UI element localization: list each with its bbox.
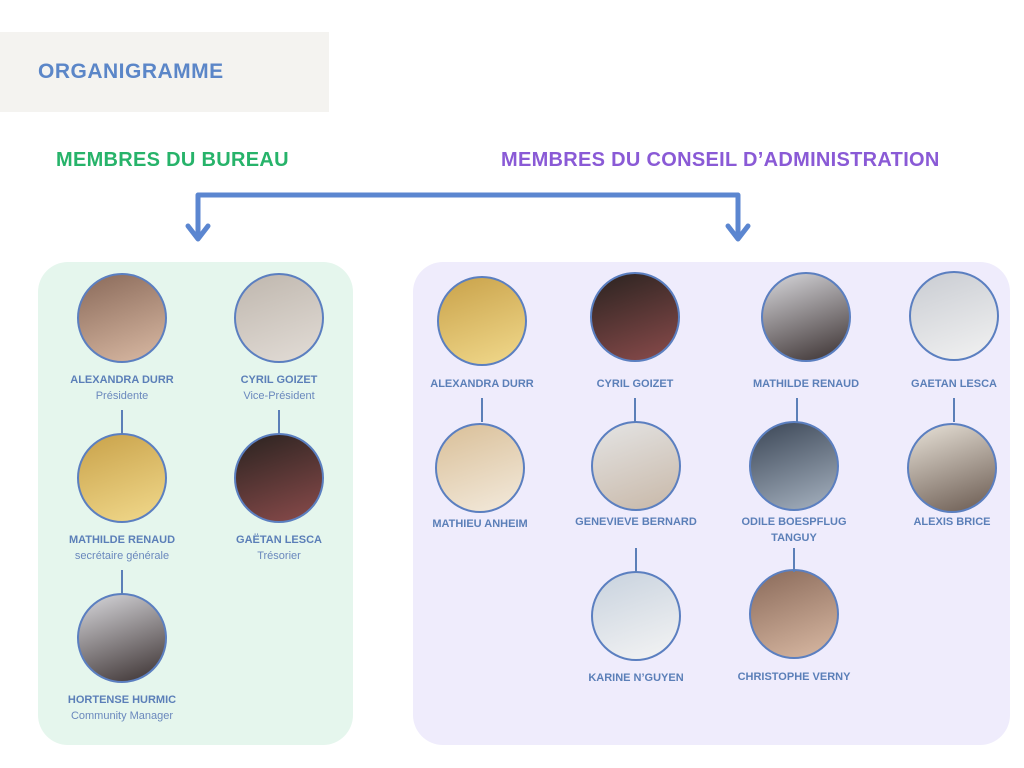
member-photo: [77, 433, 167, 523]
member-name: CYRIL GOIZET: [596, 378, 674, 390]
connector-line: [121, 570, 123, 594]
member-photo: [77, 273, 167, 363]
member-photo: [234, 273, 324, 363]
member-photo: [591, 571, 681, 661]
member-photo: [909, 271, 999, 361]
arrow-head-left-icon: [185, 223, 211, 242]
connector-line: [481, 398, 483, 422]
member-photo: [907, 423, 997, 513]
member-name: MATHIEU ANHEIM: [432, 518, 528, 530]
member-name: MATHILDE RENAUD: [752, 378, 860, 390]
member-role: Vice-Président: [243, 390, 315, 402]
connector-line: [796, 398, 798, 422]
member-photo: [591, 421, 681, 511]
connector-line: [635, 548, 637, 572]
connector-line: [278, 410, 280, 434]
bureau-heading: MEMBRES DU BUREAU: [56, 149, 289, 171]
member-name: KARINE N’GUYEN: [588, 672, 684, 684]
member-role: secrétaire générale: [74, 550, 170, 562]
member-name: GENEVIEVE BERNARD: [575, 516, 697, 528]
member-photo: [749, 569, 839, 659]
member-photo: [590, 272, 680, 362]
member-name: ALEXANDRA DURR: [430, 378, 534, 390]
member-photo: [77, 593, 167, 683]
connector-line: [634, 398, 636, 422]
conseil-heading: MEMBRES DU CONSEIL D’ADMINISTRATION: [501, 149, 940, 171]
connector-line: [953, 398, 955, 422]
member-photo: [749, 421, 839, 511]
member-name: ODILE BOESPFLUG TANGUY: [741, 516, 847, 544]
member-name: MATHILDE RENAUD: [68, 534, 176, 546]
arrow-head-right-icon: [725, 223, 751, 242]
member-name: HORTENSE HURMIC: [67, 694, 177, 706]
member-name: ALEXIS BRICE: [913, 516, 991, 528]
member-name: ALEXANDRA DURR: [70, 374, 174, 386]
member-name: CYRIL GOIZET: [240, 374, 318, 386]
member-role: Présidente: [95, 390, 149, 402]
member-photo: [437, 276, 527, 366]
member-photo: [234, 433, 324, 523]
member-name: GAETAN LESCA: [911, 378, 997, 390]
member-photo: [761, 272, 851, 362]
member-role: Community Manager: [70, 710, 174, 722]
member-name: GAËTAN LESCA: [236, 534, 322, 546]
member-name: CHRISTOPHE VERNY: [737, 671, 851, 683]
connector-line: [121, 410, 123, 434]
member-photo: [435, 423, 525, 513]
title-box: [0, 32, 329, 112]
page-title: ORGANIGRAMME: [38, 60, 224, 83]
connector-line: [793, 548, 795, 572]
member-role: Trésorier: [257, 550, 301, 562]
